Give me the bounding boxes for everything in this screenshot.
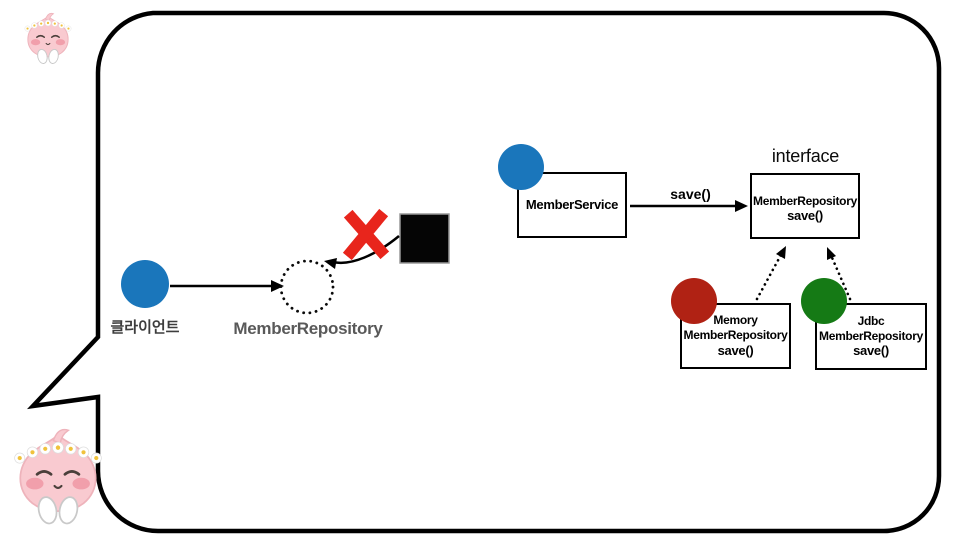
arrowhead <box>271 280 284 292</box>
member-service-box: MemberService <box>517 172 627 238</box>
arrowhead <box>324 258 337 269</box>
save-arrow-label: save() <box>670 186 711 202</box>
red-x-stroke <box>342 208 389 261</box>
dotted-repository-circle <box>279 259 335 315</box>
interface-box-title: MemberRepository <box>753 193 857 208</box>
member-service-box-label: MemberService <box>525 197 619 213</box>
memory-box-method: save() <box>717 342 754 358</box>
arrowhead <box>827 247 836 260</box>
black-square-icon <box>399 213 450 264</box>
jdbc-box-method: save() <box>853 343 889 359</box>
jdbc-repository-box: Jdbc MemberRepository save() <box>815 303 927 370</box>
memory-box-line1: Memory <box>713 313 758 328</box>
red-x-stroke <box>343 209 390 260</box>
apeach-character-icon-large <box>13 428 103 527</box>
arrowhead <box>735 200 748 212</box>
jdbc-box-line1: Jdbc <box>857 313 885 328</box>
interface-caption: interface <box>771 146 840 166</box>
red-x-mark-icon <box>342 208 390 261</box>
jdbc-box-line2: MemberRepository <box>819 328 923 343</box>
interface-box-method: save() <box>787 208 823 224</box>
arrowhead <box>776 246 786 259</box>
interface-box: MemberRepository save() <box>750 173 860 239</box>
client-label: 클라이언트 <box>110 319 180 336</box>
memory-repository-box: Memory MemberRepository save() <box>680 303 791 369</box>
square-to-repository-curved-arrow <box>332 235 400 265</box>
jdbc-impl-dotted-arrow <box>828 251 852 301</box>
memory-box-line2: MemberRepository <box>683 328 788 343</box>
speech-bubble-outline <box>26 10 942 534</box>
repository-label: MemberRepository <box>233 319 383 338</box>
apeach-character-icon-small <box>24 12 72 66</box>
client-node-circle <box>121 260 169 308</box>
memory-impl-dotted-arrow <box>755 251 784 301</box>
